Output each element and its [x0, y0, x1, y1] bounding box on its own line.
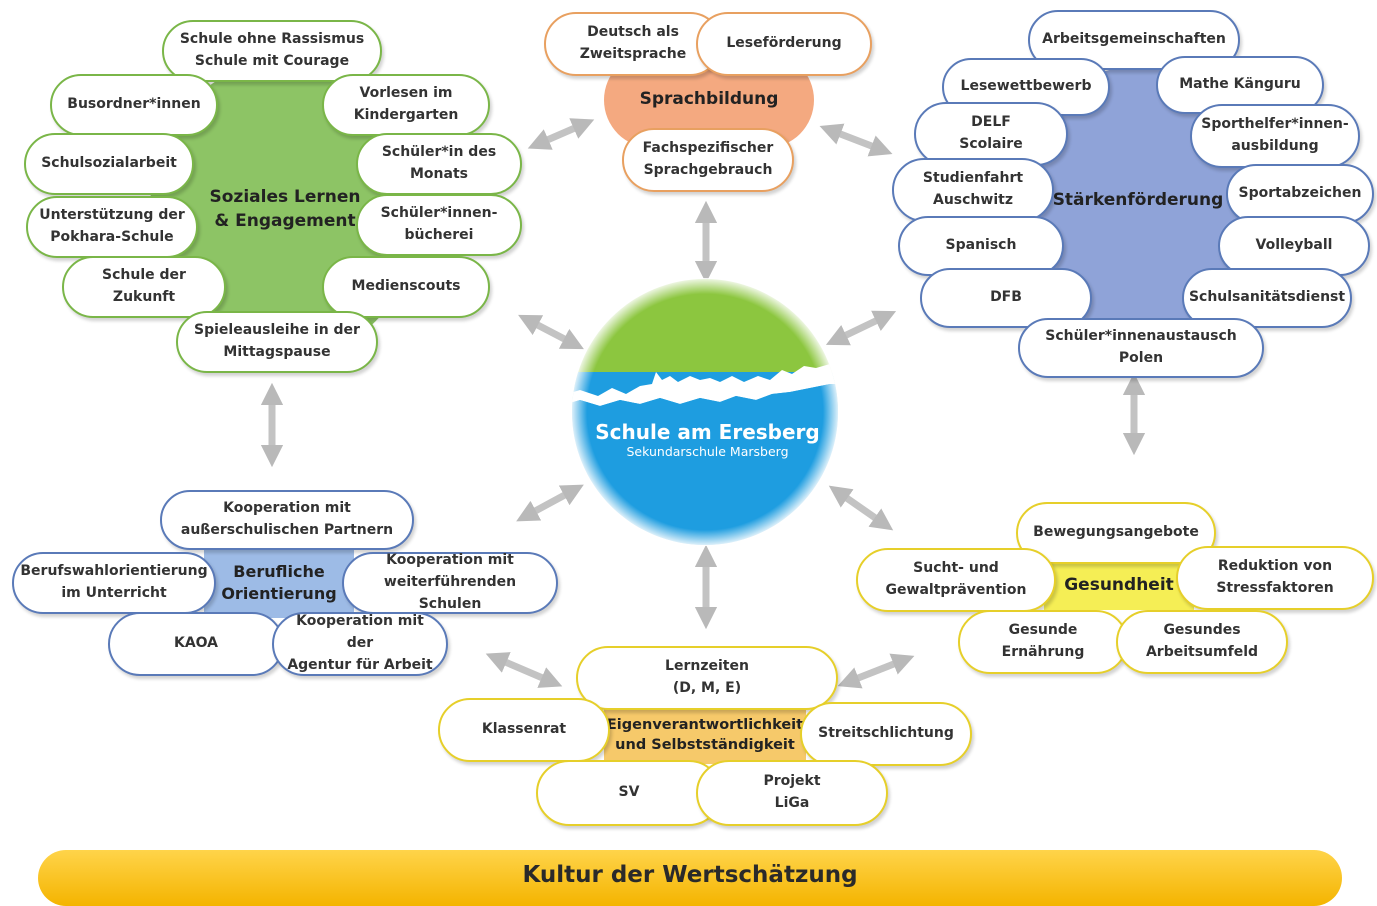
eigen-core: Eigenverantwortlichkeit und Selbstständi…: [604, 706, 806, 764]
soziales-item: Schüler*innen- bücherei: [356, 194, 522, 256]
staerken-item: DELF Scolaire: [914, 102, 1068, 166]
staerken-title: Stärkenförderung: [1052, 190, 1224, 211]
bottom-banner: Kultur der Wertschätzung: [38, 850, 1342, 906]
arrow-center-soziales: [518, 314, 584, 350]
soziales-item: Vorlesen im Kindergarten: [322, 74, 490, 136]
soziales-title: Soziales Lernen & Engagement: [209, 187, 361, 231]
eigen-item: Klassenrat: [438, 698, 610, 762]
gesundheit-item: Gesundes Arbeitsumfeld: [1116, 610, 1288, 674]
soziales-item: Schulsozialarbeit: [24, 133, 194, 195]
eigen-title: Eigenverantwortlichkeit und Selbstständi…: [606, 716, 804, 753]
arrow-beruf-eigen: [485, 652, 563, 688]
arrow-eigen-gesundheit: [837, 653, 915, 689]
sprach-title: Sprachbildung: [639, 89, 779, 110]
beruf-item: KAOA: [108, 612, 284, 676]
beruf-item: Kooperation mit weiterführenden Schulen: [342, 552, 558, 614]
soziales-item: Schule der Zukunft: [62, 256, 226, 318]
staerken-item: Sportabzeichen: [1226, 164, 1374, 224]
beruf-item: Berufswahlorientierung im Unterricht: [12, 552, 216, 614]
eigen-item: Streitschlichtung: [800, 702, 972, 766]
beruf-item: Kooperation mit der Agentur für Arbeit: [272, 612, 448, 676]
school-logo: [571, 278, 839, 546]
gesundheit-item: Bewegungsangebote: [1016, 502, 1216, 564]
gesundheit-item: Reduktion von Stressfaktoren: [1176, 546, 1374, 610]
gesundheit-title: Gesundheit: [1064, 575, 1174, 596]
arrow-center-gesundheit: [828, 485, 894, 531]
beruf-item: Kooperation mit außerschulischen Partner…: [160, 490, 414, 550]
eigen-item: Projekt LiGa: [696, 760, 888, 826]
school-subtitle: Sekundarschule Marsberg: [626, 444, 789, 459]
soziales-item: Busordner*innen: [50, 74, 218, 136]
soziales-item: Spieleausleihe in der Mittagspause: [176, 311, 378, 373]
staerken-item: Volleyball: [1218, 216, 1370, 276]
soziales-item: Unterstützung der Pokhara-Schule: [26, 196, 198, 258]
arrow-center-staerken: [825, 310, 897, 346]
sprach-item: Fachspezifischer Sprachgebrauch: [622, 128, 794, 192]
arrow-center-sprach: [527, 118, 595, 150]
arrow-sprach-staerken: [819, 123, 893, 157]
sprach-item: Deutsch als Zweitsprache: [544, 12, 722, 76]
soziales-item: Schule ohne Rassismus Schule mit Courage: [162, 20, 382, 82]
sprach-item: Leseförderung: [696, 12, 872, 76]
gesundheit-item: Sucht- und Gewaltprävention: [856, 548, 1056, 612]
staerken-item: Sporthelfer*innen- ausbildung: [1190, 104, 1360, 168]
staerken-item: Spanisch: [898, 216, 1064, 276]
banner-text: Kultur der Wertschätzung: [522, 862, 858, 888]
gesundheit-item: Gesunde Ernährung: [958, 610, 1128, 674]
logo-text: Schule am Eresberg Sekundarschule Marsbe…: [570, 420, 845, 460]
beruf-title: Berufliche Orientierung: [221, 561, 337, 603]
staerken-item: Schüler*innenaustausch Polen: [1018, 318, 1264, 378]
soziales-item: Medienscouts: [322, 256, 490, 318]
school-name: Schule am Eresberg: [595, 420, 820, 444]
arrow-center-beruf: [516, 484, 584, 522]
beruf-core: Berufliche Orientierung: [204, 548, 354, 618]
soziales-item: Schüler*in des Monats: [356, 133, 522, 195]
eigen-item: Lernzeiten (D, M, E): [576, 646, 838, 710]
staerken-item: Studienfahrt Auschwitz: [892, 158, 1054, 222]
gesundheit-core: Gesundheit: [1044, 562, 1194, 610]
eigen-item: SV: [536, 760, 722, 826]
